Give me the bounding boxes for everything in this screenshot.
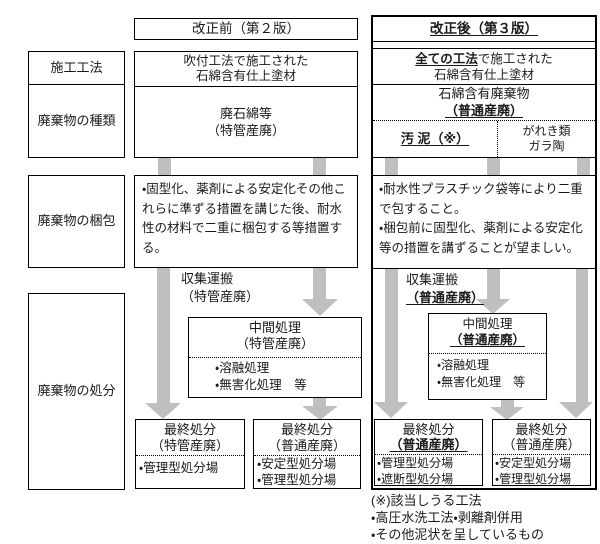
after-header-text: 改正後（第３版） xyxy=(430,20,538,36)
after-connector-left xyxy=(385,158,398,175)
before-final1-items: ・管理型処分場 xyxy=(139,461,219,475)
after-mid-arrow-shaft xyxy=(487,269,500,300)
after-final-box-2: 最終処分（普通産廃） ・安定型処分場 ・管理型処分場 xyxy=(492,419,591,486)
after-header-spacer xyxy=(373,42,595,49)
after-split-rubble-cell: がれき類 ガラ陶 xyxy=(522,123,571,154)
row-label-waste-packing: 廃棄物の梱包 xyxy=(28,175,125,268)
before-final2-header: 最終処分（普通産廃） xyxy=(254,420,360,456)
after-method-emphasis: 全ての工法 xyxy=(415,51,478,66)
after-long-arrow-right-head xyxy=(559,402,593,418)
before-final2-items: ・安定型処分場 ・管理型処分場 xyxy=(257,457,337,487)
after-intermediate-box: 中間処理 （普通産廃） ・溶融処理 ・無害化処理 等 xyxy=(428,313,547,400)
after-collection-label: 収集運搬 （普通産廃） xyxy=(406,271,516,307)
after-final-arrow-head xyxy=(490,407,524,420)
before-final1-header: 最終処分（特管産廃） xyxy=(136,420,244,456)
after-split-sludge-cell: 汚 泥（※） xyxy=(373,121,498,157)
before-final-arrow-head xyxy=(302,406,338,420)
after-long-arrow-left-shaft xyxy=(385,269,398,403)
after-waste-type-line2: （普通産廃） xyxy=(444,102,523,118)
before-collection-label: 収集運搬 （特管産廃） xyxy=(181,271,260,304)
sludge-label: 汚 泥（※） xyxy=(400,130,470,146)
after-collection-line2: （普通産廃） xyxy=(406,290,485,305)
before-source-box: 吹付工法で施工された 石綿含有仕上塗材 廃石綿等 （特管産廃） xyxy=(134,51,358,158)
after-mid-arrow-head xyxy=(476,299,510,314)
box-title: 最終処分 xyxy=(280,422,333,437)
after-waste-type-line1: 石綿含有廃棄物 xyxy=(438,86,530,101)
before-final-box-2: 最終処分（普通産廃） ・安定型処分場 ・管理型処分場 xyxy=(253,419,361,489)
row-label-waste-disposal: 廃棄物の処分 xyxy=(28,293,125,490)
row-label-construction-method: 施工工法 xyxy=(28,51,125,85)
row-label-waste-type: 廃棄物の種類 xyxy=(28,84,125,158)
after-split-row: 汚 泥（※） がれき類 ガラ陶 xyxy=(373,121,595,158)
before-connector-right xyxy=(313,158,326,175)
after-waste-type-cell: 石綿含有廃棄物 （普通産廃） xyxy=(373,85,595,121)
box-subtitle: （普通産廃） xyxy=(267,437,346,453)
after-header: 改正後（第３版） xyxy=(373,17,595,42)
after-connector-mid xyxy=(487,158,500,175)
after-method-line2: 石綿含有仕上塗材 xyxy=(433,67,534,82)
row-label-text: 廃棄物の処分 xyxy=(37,383,116,399)
after-method-line1: 全ての工法で施工された xyxy=(415,51,553,67)
after-long-arrow-left-head xyxy=(374,402,408,418)
after-intermediate-items: ・溶融処理 ・無害化処理 等 xyxy=(437,358,526,389)
before-mid-arrow-shaft xyxy=(313,268,326,300)
footnote: (※)該当しうる工法 ・高圧水洗工法・剥離剤併用 ・その他泥状を呈しているもの xyxy=(371,493,545,542)
before-intermediate-items: ・溶融処理 ・無害化処理 等 xyxy=(215,361,307,392)
before-long-arrow-head xyxy=(145,403,181,419)
box-title: 最終処分 xyxy=(402,422,455,437)
after-final2-items: ・安定型処分場 ・管理型処分場 xyxy=(495,456,572,486)
before-final-arrow-shaft xyxy=(313,398,326,407)
before-mid-arrow-head xyxy=(302,299,338,316)
before-intermediate-box: 中間処理（特管産廃） ・溶融処理 ・無害化処理 等 xyxy=(188,317,362,398)
before-connector-left xyxy=(158,158,171,175)
before-intermediate-header: 中間処理（特管産廃） xyxy=(189,318,361,358)
before-final-box-1: 最終処分（特管産廃） ・管理型処分場 xyxy=(135,419,245,489)
box-title: 最終処分 xyxy=(515,422,568,437)
before-method-cell: 吹付工法で施工された 石綿含有仕上塗材 xyxy=(135,52,357,87)
after-packing-box: ・耐水性プラスチック袋等により二重で包すること。 ・梱包前に固型化、薬剤による安… xyxy=(373,175,595,269)
after-long-arrow-right-shaft xyxy=(576,269,588,403)
after-collection-line1: 収集運搬 xyxy=(406,272,459,287)
box-subtitle: （特管産廃） xyxy=(150,437,229,453)
box-title: 最終処分 xyxy=(163,422,216,437)
box-subtitle: （普通産廃） xyxy=(389,437,468,452)
after-final1-header: 最終処分（普通産廃） xyxy=(375,420,482,455)
after-final-box-1: 最終処分（普通産廃） ・管理型処分場 ・遮断型処分場 xyxy=(374,419,483,486)
before-long-arrow-shaft xyxy=(157,268,170,404)
before-header-text: 改正前（第２版） xyxy=(192,20,300,36)
before-header: 改正前（第２版） xyxy=(134,18,358,40)
box-subtitle: （特管産廃） xyxy=(235,336,314,351)
row-label-text: 廃棄物の梱包 xyxy=(37,213,116,229)
before-waste-type-cell: 廃石綿等 （特管産廃） xyxy=(206,106,285,138)
after-method-rest: で施工された xyxy=(477,51,553,66)
after-intermediate-header: 中間処理 （普通産廃） xyxy=(429,314,546,354)
row-label-text: 廃棄物の種類 xyxy=(37,112,116,128)
after-container: 改正後（第３版） 全ての工法で施工された 石綿含有仕上塗材 石綿含有廃棄物 （普… xyxy=(371,15,597,490)
box-title: 中間処理 xyxy=(248,320,301,335)
after-connector-right xyxy=(577,158,590,175)
box-title: 中間処理 xyxy=(462,317,513,331)
after-final-arrow-shaft xyxy=(501,400,514,408)
after-final2-header: 最終処分（普通産廃） xyxy=(493,420,590,455)
box-subtitle: （普通産廃） xyxy=(502,437,581,452)
row-label-text: 施工工法 xyxy=(50,59,103,75)
after-method-cell: 全ての工法で施工された 石綿含有仕上塗材 xyxy=(373,49,595,85)
before-packing-box: ・固型化、薬剤による安定化その他これらに準ずる措置を講じた後、耐水性の材料で二重… xyxy=(134,175,358,268)
box-subtitle: （普通産廃） xyxy=(449,333,525,347)
after-final1-items: ・管理型処分場 ・遮断型処分場 xyxy=(377,456,454,486)
